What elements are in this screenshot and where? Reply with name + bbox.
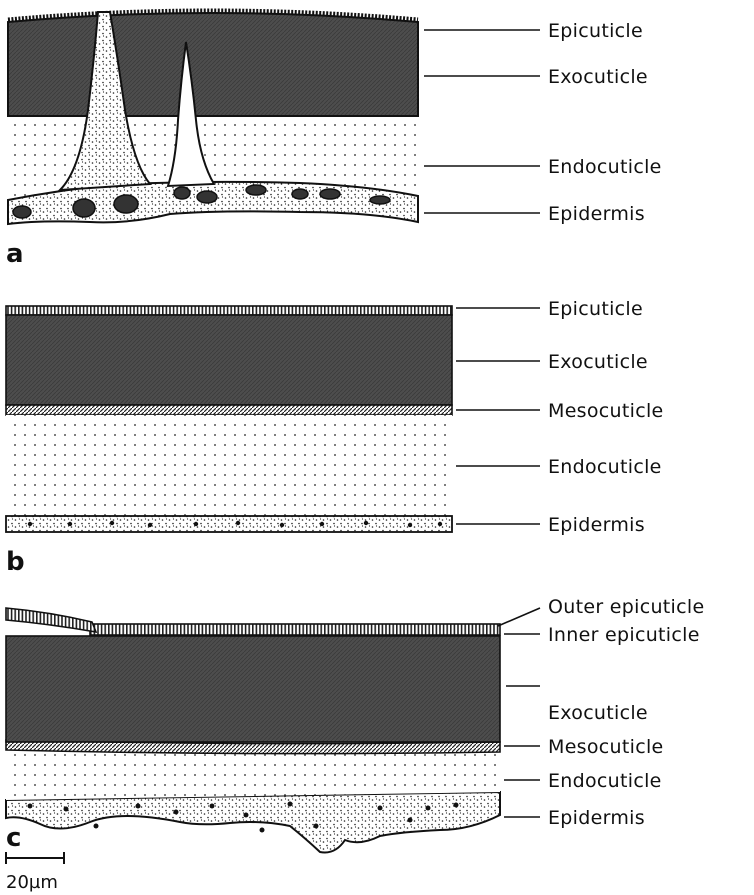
panel-b-label-exocuticle: Exocuticle [548,351,648,373]
panel-c-label-mesocuticle: Mesocuticle [548,736,664,758]
panel-c-epidermis [6,792,500,853]
panel-b-exocuticle [6,315,452,405]
panel-c-label-outer-epicuticle: Outer epicuticle [548,596,704,618]
panel-c-outer-epicuticle [6,608,96,632]
panel-b-label-epidermis: Epidermis [548,514,645,536]
panel-c-label-endocuticle: Endocuticle [548,770,662,792]
panel-a-exocuticle [8,13,418,116]
panel-b-label-mesocuticle: Mesocuticle [548,400,664,422]
panel-c-label-epidermis: Epidermis [548,807,645,829]
panel-c-inner-epicuticle [90,624,500,635]
panel-c: Outer epicuticle Inner epicuticle Exocut… [6,596,704,853]
panel-a: Epicuticle Exocuticle Endocuticle Epider… [6,11,662,269]
panel-a-letter: a [6,239,24,269]
panel-c-label-exocuticle: Exocuticle [548,702,648,724]
panel-c-endocuticle [6,750,500,800]
panel-b-letter: b [6,547,25,577]
panel-a-label-epicuticle: Epicuticle [548,20,643,42]
panel-b-mesocuticle [6,405,452,415]
panel-c-letter: c [6,823,21,853]
scale-bar-label: 20µm [6,872,58,893]
panel-c-leader-outer-epicuticle [498,608,540,626]
panel-c-exocuticle [6,636,500,742]
panel-a-label-epidermis: Epidermis [548,203,645,225]
panel-b: Epicuticle Exocuticle Mesocuticle Endocu… [6,298,664,577]
panel-b-endocuticle [6,415,452,516]
panel-a-label-exocuticle: Exocuticle [548,66,648,88]
panel-b-label-epicuticle: Epicuticle [548,298,643,320]
panel-b-label-endocuticle: Endocuticle [548,456,662,478]
panel-c-label-inner-epicuticle: Inner epicuticle [548,624,700,646]
panel-a-label-endocuticle: Endocuticle [548,156,662,178]
panel-b-epidermis [6,516,452,532]
panel-b-epicuticle [6,306,452,315]
scale-bar: 20µm [6,852,64,893]
